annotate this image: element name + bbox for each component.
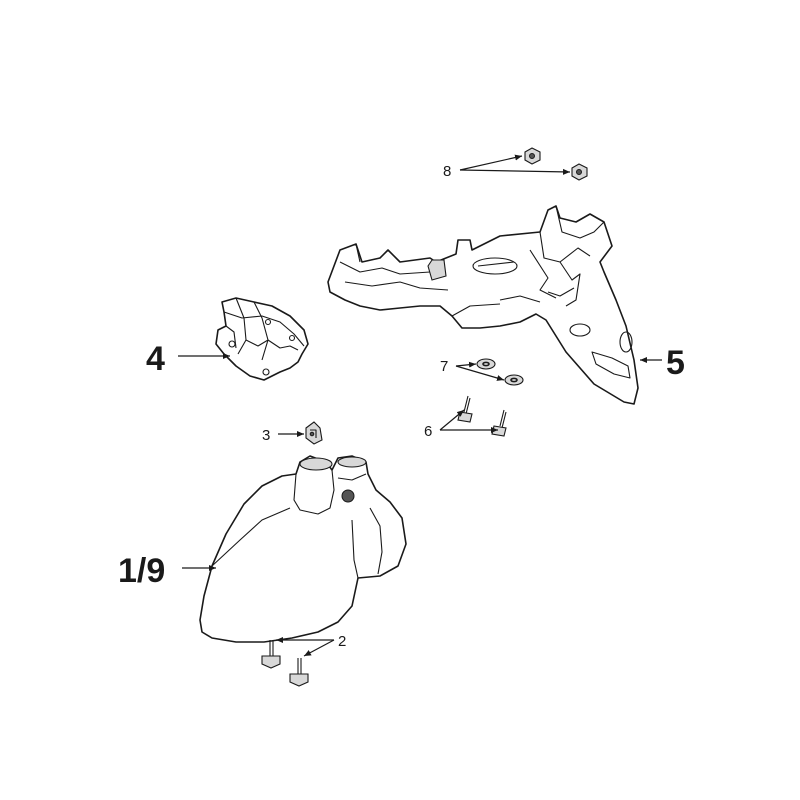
bolt-icon (261, 640, 281, 669)
part-5-undertray (327, 205, 639, 405)
screw-icon (457, 395, 473, 423)
washer-icon (476, 358, 496, 370)
leader-lines (178, 154, 662, 657)
label-part-3: 3 (262, 427, 270, 444)
part-4-bracket (215, 297, 309, 381)
part-1-9-front-mudguard (199, 455, 407, 643)
part-2-bolts (261, 640, 309, 687)
part-7-washers (476, 358, 524, 386)
bolt-icon (289, 658, 309, 687)
label-part-8: 8 (443, 163, 451, 180)
screw-icon (491, 409, 507, 437)
label-part-5: 5 (666, 344, 685, 382)
label-part-6: 6 (424, 423, 432, 440)
label-part-2: 2 (338, 633, 346, 650)
part-3-clip (305, 421, 323, 445)
label-part-1-9: 1/9 (118, 552, 165, 590)
part-8-nuts (524, 147, 588, 181)
nut-icon (571, 163, 588, 181)
nut-icon (524, 147, 541, 165)
label-part-4: 4 (146, 340, 165, 378)
washer-icon (504, 374, 524, 386)
label-part-7: 7 (440, 358, 448, 375)
